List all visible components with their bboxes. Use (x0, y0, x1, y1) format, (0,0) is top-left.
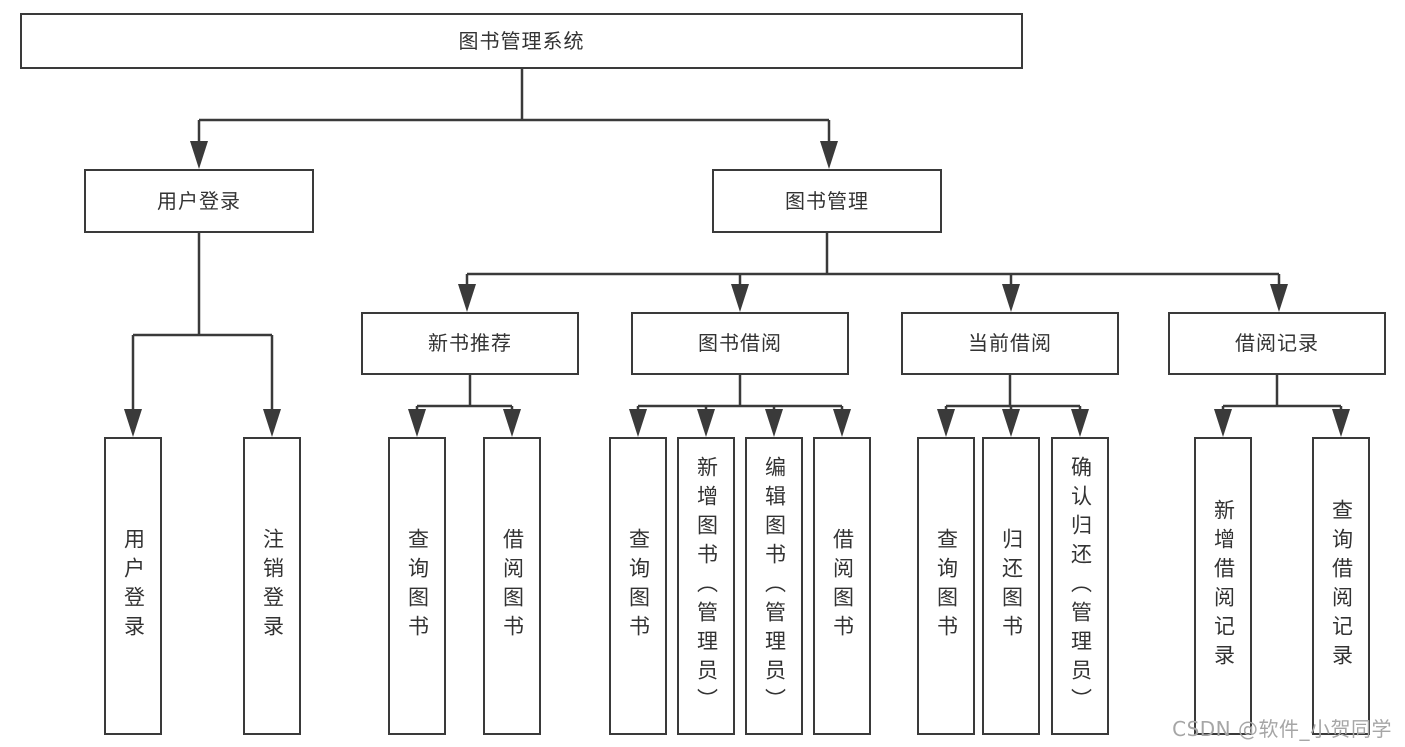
node-new-book-recommend: 新书推荐 (361, 312, 579, 375)
leaf-logout: 注销登录 (243, 437, 301, 735)
leaf-return-books: 归还图书 (982, 437, 1040, 735)
leaf-query-books-borrow: 查询图书 (609, 437, 667, 735)
leaf-query-borrow-record: 查询借阅记录 (1312, 437, 1370, 735)
leaf-borrow-books: 借阅图书 (813, 437, 871, 735)
leaf-add-books-admin: 新增图书（管理员） (677, 437, 735, 735)
node-library-management-system: 图书管理系统 (20, 13, 1023, 69)
leaf-user-login: 用户登录 (104, 437, 162, 735)
node-book-management: 图书管理 (712, 169, 942, 233)
csdn-watermark: CSDN @软件_小贺同学 (1172, 717, 1392, 741)
leaf-query-books-current: 查询图书 (917, 437, 975, 735)
node-current-borrow: 当前借阅 (901, 312, 1119, 375)
leaf-query-books-recommend: 查询图书 (388, 437, 446, 735)
node-book-borrow: 图书借阅 (631, 312, 849, 375)
arrowheads (124, 141, 1350, 437)
leaf-edit-books-admin: 编辑图书（管理员） (745, 437, 803, 735)
leaf-add-borrow-record: 新增借阅记录 (1194, 437, 1252, 735)
node-user-login: 用户登录 (84, 169, 314, 233)
node-borrow-records: 借阅记录 (1168, 312, 1386, 375)
leaf-borrow-books-recommend: 借阅图书 (483, 437, 541, 735)
leaf-confirm-return-admin: 确认归还（管理员） (1051, 437, 1109, 735)
